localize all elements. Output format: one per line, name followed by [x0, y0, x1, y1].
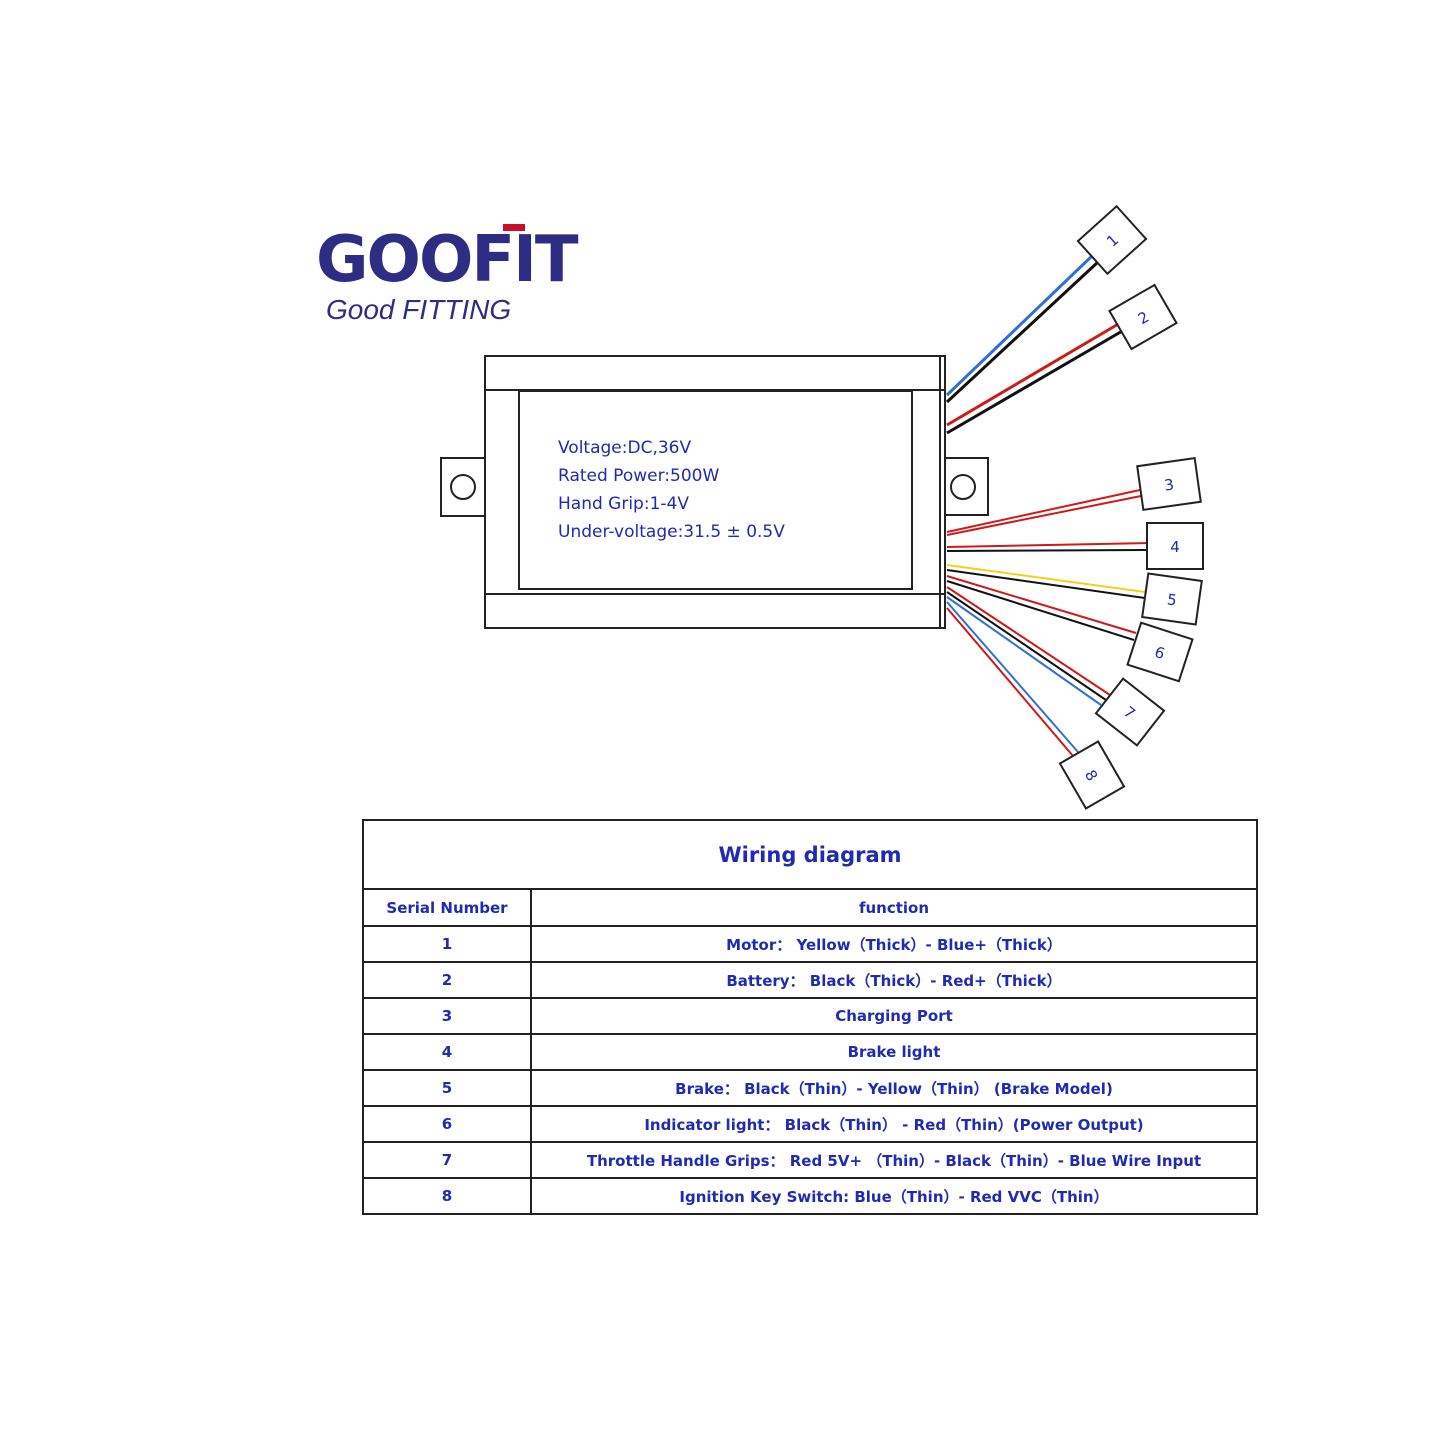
connector-4-label: 4	[1170, 538, 1180, 556]
row-8-number: 8	[362, 1177, 532, 1215]
connector-7: 7	[1094, 677, 1166, 747]
connector-6: 6	[1126, 621, 1194, 683]
connector-5: 5	[1141, 572, 1203, 626]
row-2-function: Battery： Black（Thick）- Red+（Thick）	[530, 961, 1258, 999]
logo-accent-bar	[503, 224, 525, 231]
table-row: 1 Motor： Yellow（Thick）- Blue+（Thick）	[362, 925, 1258, 963]
spec-under-voltage: Under-voltage:31.5 ± 0.5V	[558, 522, 785, 542]
table-row: 7 Throttle Handle Grips： Red 5V+ （Thin）-…	[362, 1141, 1258, 1179]
row-2-number: 2	[362, 961, 532, 999]
row-8-function: Ignition Key Switch: Blue（Thin）- Red VVC…	[530, 1177, 1258, 1215]
row-1-function: Motor： Yellow（Thick）- Blue+（Thick）	[530, 925, 1258, 963]
wires	[945, 253, 1149, 757]
logo-brand-text: GOOFIT	[316, 223, 579, 297]
wiring-table: Wiring diagram Serial Number function 1 …	[362, 819, 1258, 1215]
row-4-function: Brake light	[530, 1033, 1258, 1071]
row-7-function: Throttle Handle Grips： Red 5V+ （Thin）- B…	[530, 1141, 1258, 1179]
table-row: 3 Charging Port	[362, 997, 1258, 1035]
wiring-table-header: Serial Number function	[362, 888, 1258, 927]
connector-2: 2	[1108, 283, 1178, 351]
table-row: 5 Brake： Black（Thin）- Yellow（Thin） (Brak…	[362, 1069, 1258, 1107]
table-row: 6 Indicator light： Black（Thin） - Red（Thi…	[362, 1105, 1258, 1143]
connector-4: 4	[1146, 522, 1204, 570]
row-5-number: 5	[362, 1069, 532, 1107]
row-3-number: 3	[362, 997, 532, 1035]
spec-rated-power: Rated Power:500W	[558, 466, 720, 486]
table-row: 4 Brake light	[362, 1033, 1258, 1071]
row-3-function: Charging Port	[530, 997, 1258, 1035]
header-function: function	[530, 888, 1258, 927]
connectors: 1 2 3 4 5 6 7 8	[1058, 204, 1204, 810]
row-6-function: Indicator light： Black（Thin） - Red（Thin）…	[530, 1105, 1258, 1143]
controller-body	[440, 355, 989, 629]
row-1-number: 1	[362, 925, 532, 963]
table-row: 2 Battery： Black（Thick）- Red+（Thick）	[362, 961, 1258, 999]
spec-voltage: Voltage:DC,36V	[558, 438, 692, 458]
connector-3: 3	[1136, 457, 1202, 511]
header-serial-number: Serial Number	[362, 888, 532, 927]
row-6-number: 6	[362, 1105, 532, 1143]
spec-hand-grip: Hand Grip:1-4V	[558, 494, 689, 514]
connector-5-label: 5	[1166, 590, 1178, 609]
brand-logo: GOOFIT Good FITTING	[316, 222, 579, 332]
wiring-table-title: Wiring diagram	[362, 819, 1258, 890]
row-4-number: 4	[362, 1033, 532, 1071]
logo-tagline: Good FITTING	[326, 294, 512, 325]
controller-diagram: 1 2 3 4 5 6 7 8	[440, 204, 1204, 810]
controller-specs: Voltage:DC,36V Rated Power:500W Hand Gri…	[558, 434, 785, 546]
connector-1: 1	[1076, 204, 1148, 276]
connector-8: 8	[1058, 740, 1126, 810]
row-7-number: 7	[362, 1141, 532, 1179]
table-row: 8 Ignition Key Switch: Blue（Thin）- Red V…	[362, 1177, 1258, 1215]
row-5-function: Brake： Black（Thin）- Yellow（Thin） (Brake …	[530, 1069, 1258, 1107]
connector-3-label: 3	[1163, 475, 1175, 494]
